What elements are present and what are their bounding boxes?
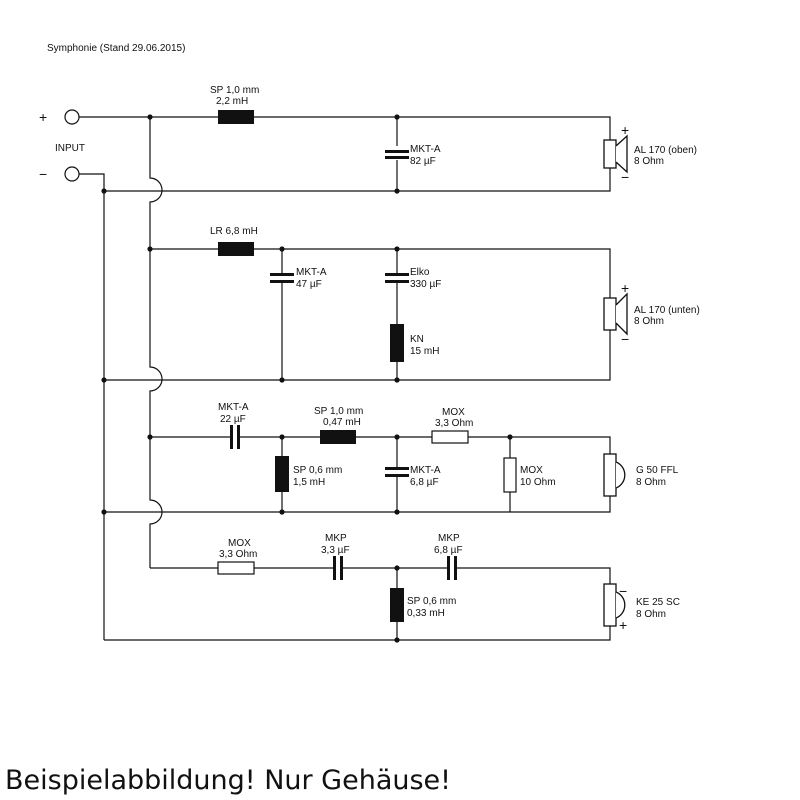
c2-name: MKT-A	[296, 267, 327, 278]
c4-name: MKT-A	[218, 402, 249, 413]
capacitor-c1: MKT-A 82 µF	[385, 144, 441, 167]
spk2-minus: −	[621, 331, 629, 347]
input-plus-terminal	[64, 109, 80, 125]
c6-name: MKP	[325, 533, 347, 544]
sp1-value: 2,2 mH	[216, 96, 248, 107]
resistor-mox1: MOX 3,3 Ohm	[431, 407, 473, 444]
spk4-name: KE 25 SC	[636, 597, 680, 608]
sp4-name: SP 0,6 mm	[407, 596, 456, 607]
spk2-plus: +	[621, 280, 629, 296]
kn-value: 15 mH	[410, 346, 439, 357]
spk4-plus: +	[619, 617, 627, 633]
c3-value: 330 µF	[410, 279, 441, 290]
c4-value: 22 µF	[220, 414, 246, 425]
capacitor-c4: MKT-A 22 µF	[218, 402, 249, 449]
sp1-name: SP 1,0 mm	[210, 85, 259, 96]
capacitor-c3: Elko 330 µF	[385, 267, 441, 290]
capacitor-c7: MKP 6,8 µF	[434, 533, 463, 580]
resistor-mox2: MOX 10 Ohm	[503, 457, 556, 493]
inductor-sp1: SP 1,0 mm 2,2 mH	[210, 85, 259, 124]
spk1-plus: +	[621, 122, 629, 138]
spk3-value: 8 Ohm	[636, 477, 666, 488]
sp3-value: 1,5 mH	[293, 477, 325, 488]
mox3-value: 3,3 Ohm	[219, 549, 257, 560]
input-plus-sign: +	[39, 109, 47, 125]
spk3-name: G 50 FFL	[636, 465, 679, 476]
c3-name: Elko	[410, 267, 430, 278]
speaker-3: G 50 FFL 8 Ohm	[603, 453, 679, 497]
inductor-sp3: SP 0,6 mm 1,5 mH	[275, 456, 342, 492]
mox2-value: 10 Ohm	[520, 477, 556, 488]
inductor-kn: KN 15 mH	[390, 324, 439, 362]
c1-value: 82 µF	[410, 156, 436, 167]
input-minus-terminal	[64, 166, 80, 182]
inductor-sp4: SP 0,6 mm 0,33 mH	[390, 588, 456, 622]
footer-caption: Beispielabbildung! Nur Gehäuse!	[5, 765, 451, 796]
capacitor-c2: MKT-A 47 µF	[270, 267, 327, 290]
speaker-icon	[603, 583, 617, 627]
spk2-value: 8 Ohm	[634, 316, 664, 327]
sp3-name: SP 0,6 mm	[293, 465, 342, 476]
spk4-value: 8 Ohm	[636, 609, 666, 620]
sp2-value: 0,47 mH	[323, 417, 361, 428]
capacitor-c5: MKT-A 6,8 µF	[385, 465, 441, 488]
speaker-icon	[603, 453, 617, 497]
input-terminals: + INPUT −	[39, 109, 85, 182]
schematic-title: Symphonie (Stand 29.06.2015)	[47, 43, 185, 54]
spk1-value: 8 Ohm	[634, 156, 664, 167]
mox1-name: MOX	[442, 407, 465, 418]
c5-value: 6,8 µF	[410, 477, 439, 488]
mox1-value: 3,3 Ohm	[435, 418, 473, 429]
sp2-name: SP 1,0 mm	[314, 406, 363, 417]
inductor-lr1: LR 6,8 mH	[210, 226, 258, 256]
spk4-minus: −	[619, 583, 627, 599]
spk2-name: AL 170 (unten)	[634, 305, 700, 316]
speaker-1: + − AL 170 (oben) 8 Ohm	[603, 122, 697, 185]
input-label: INPUT	[55, 143, 85, 154]
c1-name: MKT-A	[410, 144, 441, 155]
spk1-name: AL 170 (oben)	[634, 145, 697, 156]
speaker-2: + − AL 170 (unten) 8 Ohm	[603, 280, 700, 347]
c2-value: 47 µF	[296, 279, 322, 290]
junction-dots	[101, 114, 513, 643]
speaker-4: − + KE 25 SC 8 Ohm	[603, 583, 680, 633]
kn-name: KN	[410, 334, 424, 345]
c7-name: MKP	[438, 533, 460, 544]
spk1-minus: −	[621, 169, 629, 185]
lr1-name: LR 6,8 mH	[210, 226, 258, 237]
speaker-icon	[603, 139, 617, 169]
c5-name: MKT-A	[410, 465, 441, 476]
sp4-value: 0,33 mH	[407, 608, 445, 619]
c7-value: 6,8 µF	[434, 545, 463, 556]
capacitor-c6: MKP 3,3 µF	[321, 533, 350, 580]
speaker-icon	[603, 297, 617, 331]
wires	[79, 116, 611, 641]
resistor-mox3: MOX 3,3 Ohm	[217, 538, 257, 575]
mox2-name: MOX	[520, 465, 543, 476]
mox3-name: MOX	[228, 538, 251, 549]
inductor-sp2: SP 1,0 mm 0,47 mH	[314, 406, 363, 444]
input-minus-sign: −	[39, 166, 47, 182]
c6-value: 3,3 µF	[321, 545, 350, 556]
